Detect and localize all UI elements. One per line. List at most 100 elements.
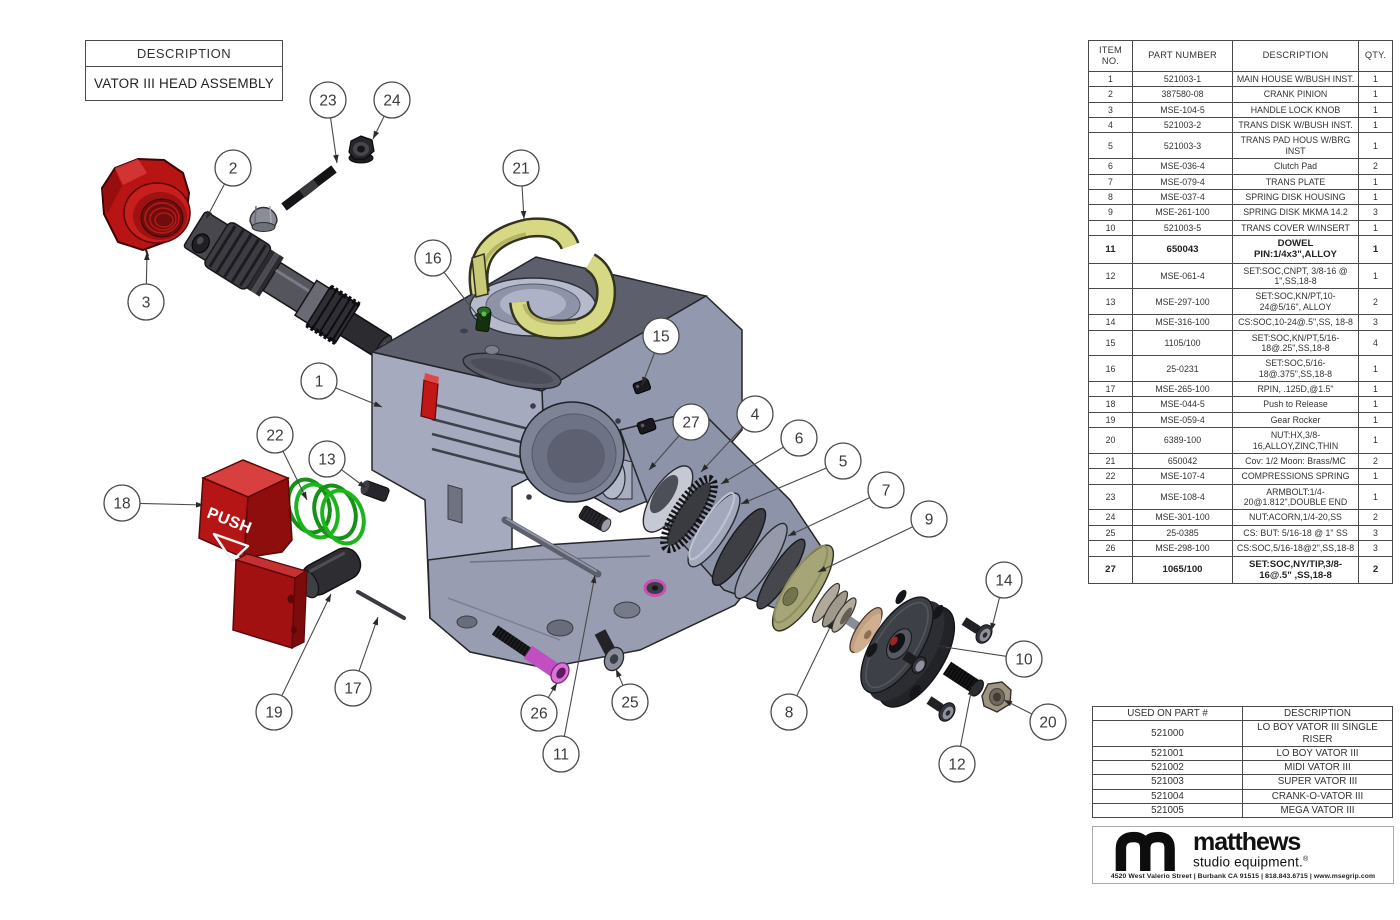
cell-desc: TRANS PAD HOUS W/BRG INST	[1232, 132, 1359, 160]
push-to-release: PUSH	[198, 459, 308, 650]
manufacturer-logo-block: matthews studio equipment.® 4520 West Va…	[1092, 826, 1394, 884]
cell-part: MSE-104-5	[1132, 101, 1233, 119]
callout-number-17: 17	[344, 681, 361, 698]
cell-part: MSE-107-4	[1132, 468, 1233, 485]
parts-table-header-row: ITEM NO. PART NUMBER DESCRIPTION QTY.	[1088, 40, 1393, 72]
dowel-pin	[501, 516, 602, 578]
cell-qty: 3	[1358, 524, 1393, 542]
socket-screw-14b	[926, 696, 956, 722]
trans-pad-housing	[734, 522, 788, 600]
cell-item: 20	[1088, 427, 1133, 454]
button-screw-25	[594, 629, 625, 672]
cell-desc: SET:SOC,KN/PT,5/16-18@.25",SS,18-8	[1232, 329, 1359, 357]
cell-part: MSE-301-100	[1132, 509, 1233, 526]
cell-part: 521003-3	[1132, 132, 1233, 160]
cell-qty: 2	[1358, 509, 1393, 526]
cell-item: 1	[1088, 70, 1133, 88]
callout-balloon-12: 12	[938, 686, 976, 783]
callout-number-19: 19	[265, 705, 282, 722]
set-screw-15	[632, 378, 652, 395]
callout-balloon-14: 14	[985, 561, 1023, 632]
cell-part: MSE-044-5	[1132, 396, 1233, 413]
cell-item: 27	[1088, 555, 1133, 585]
cell-qty: 1	[1358, 219, 1393, 237]
cell-part: MSE-298-100	[1132, 540, 1233, 557]
cell-item: 23	[1088, 483, 1133, 511]
cell-item: 11	[1088, 235, 1133, 264]
handle-lock-knob	[101, 158, 191, 257]
callout-balloon-18: 18	[103, 484, 205, 522]
cell-qty: 2	[1358, 452, 1393, 470]
callout-balloon-1: 1	[300, 362, 383, 408]
callout-number-26: 26	[530, 706, 547, 723]
cell-part: 521003-2	[1132, 117, 1233, 134]
socket-screw-14a	[961, 617, 993, 644]
callout-number-14: 14	[995, 573, 1013, 590]
cell-part: 521003-5	[1132, 219, 1233, 237]
cell-desc: Clutch Pad	[1232, 158, 1359, 175]
cell-desc: MIDI VATOR III	[1242, 760, 1393, 776]
matthews-m-logo-icon	[1115, 831, 1175, 871]
callout-balloon-5: 5	[740, 442, 862, 505]
cell-desc: RPIN, .125D,@1.5"	[1232, 381, 1359, 398]
pink-ring-insert	[643, 579, 667, 597]
callout-balloon-20: 20	[1003, 699, 1067, 741]
callout-balloon-11: 11	[542, 574, 597, 773]
callout-balloon-6: 6	[720, 419, 818, 485]
callout-balloon-8: 8	[770, 620, 834, 731]
cell-item: 6	[1088, 158, 1133, 175]
cell-item: 17	[1088, 381, 1133, 398]
cell-part: 521004	[1092, 788, 1243, 804]
cell-desc: ARMBOLT:1/4-20@1.812",DOUBLE END	[1232, 483, 1359, 511]
cell-qty: 1	[1358, 411, 1393, 429]
callout-number-10: 10	[1015, 652, 1033, 669]
callout-balloon-3: 3	[127, 251, 165, 321]
cell-qty: 1	[1358, 101, 1393, 119]
cell-desc: TRANS PLATE	[1232, 173, 1359, 190]
cell-part: 521002	[1092, 760, 1243, 776]
trans-cover	[860, 589, 956, 708]
cell-desc: Gear Rocker	[1232, 411, 1359, 429]
callout-balloon-17: 17	[334, 616, 379, 707]
cell-part: 6389-100	[1132, 427, 1233, 454]
arm-bolt	[281, 165, 337, 211]
cell-desc: SPRING DISK HOUSING	[1232, 188, 1359, 206]
callout-number-15: 15	[652, 329, 669, 346]
cell-qty: 3	[1358, 314, 1393, 331]
roll-pin	[356, 590, 406, 620]
cell-part: MSE-108-4	[1132, 483, 1233, 511]
used-on-header-row: USED ON PART # DESCRIPTION	[1092, 705, 1393, 722]
lock-nut	[348, 135, 375, 164]
cell-qty: 1	[1358, 70, 1393, 88]
cell-desc: SET:SOC,KN/PT,10-24@5/16", ALLOY	[1232, 288, 1359, 316]
cell-part: MSE-297-100	[1132, 288, 1233, 316]
cell-item: 8	[1088, 188, 1133, 206]
callout-number-6: 6	[795, 431, 804, 448]
cell-desc: SET:SOC,5/16-18@.375",SS,18-8	[1232, 355, 1359, 383]
cell-part: MSE-059-4	[1132, 411, 1233, 429]
callout-balloon-2: 2	[205, 149, 252, 220]
green-set-screw	[475, 306, 492, 333]
callout-balloon-4: 4	[700, 395, 774, 473]
cell-qty: 1	[1358, 468, 1393, 485]
callout-number-2: 2	[229, 161, 238, 178]
manufacturer-address: 4520 West Valerio Street | Burbank CA 91…	[1110, 873, 1376, 880]
title-block: DESCRIPTION VATOR III HEAD ASSEMBLY	[85, 40, 283, 101]
callout-balloon-26: 26	[520, 682, 558, 732]
cell-part: 521001	[1092, 745, 1243, 762]
callout-number-23: 23	[319, 93, 336, 110]
cell-item: 25	[1088, 524, 1133, 542]
set-screw-13	[360, 480, 390, 502]
front-bore	[519, 401, 625, 503]
